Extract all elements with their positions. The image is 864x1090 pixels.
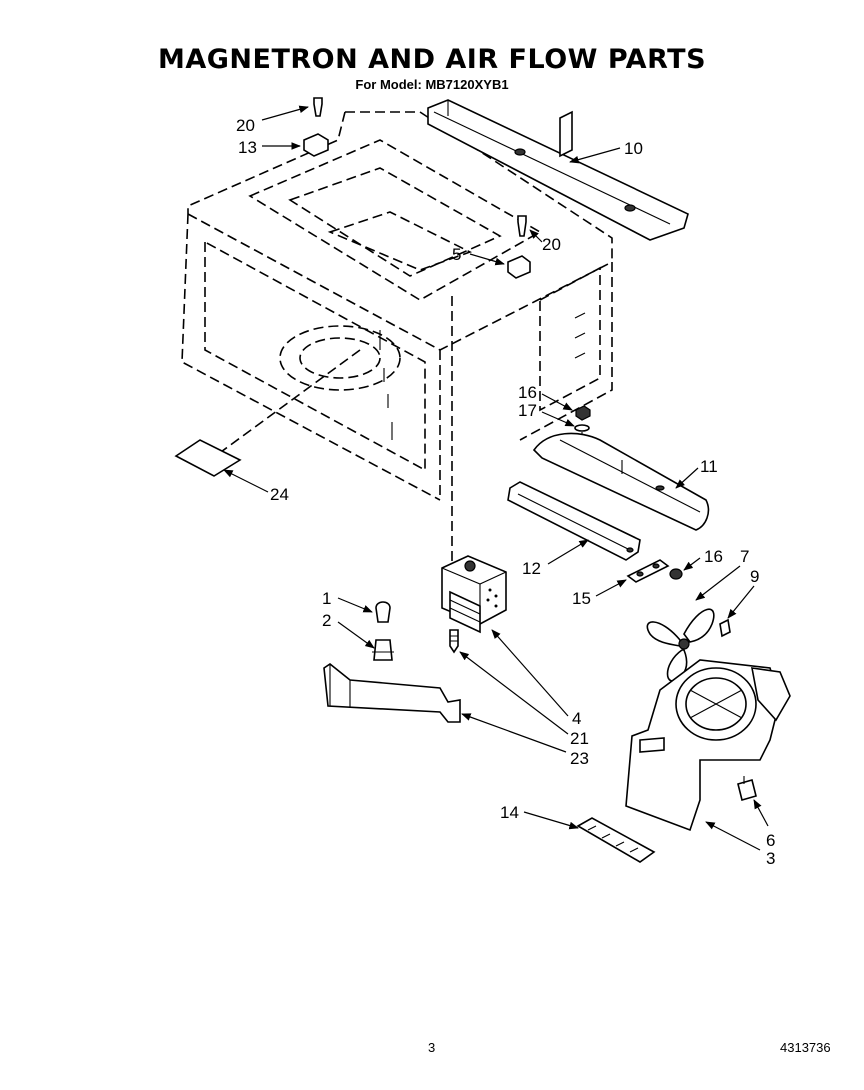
callout-21: 21 bbox=[570, 729, 589, 748]
leader-lines bbox=[223, 105, 769, 851]
page-title: MAGNETRON AND AIR FLOW PARTS bbox=[157, 44, 707, 75]
oven-cavity-outline bbox=[181, 111, 613, 501]
part-20-screw-top bbox=[313, 97, 323, 117]
callout-24: 24 bbox=[270, 485, 289, 504]
part-3-fan-housing bbox=[625, 659, 791, 832]
callout-14: 14 bbox=[500, 803, 519, 822]
stirrer-centerline bbox=[209, 349, 361, 461]
callout-12: 12 bbox=[522, 559, 541, 578]
part-5-clip bbox=[507, 255, 531, 279]
model-subtitle: For Model: MB7120XYB1 bbox=[355, 77, 509, 92]
part-7-fan-blade bbox=[646, 608, 715, 682]
part-4-magnetron bbox=[441, 555, 507, 634]
callout-4: 4 bbox=[572, 709, 581, 728]
callout-5: 5 bbox=[452, 245, 461, 264]
callout-3: 3 bbox=[766, 849, 775, 868]
callout-1: 1 bbox=[322, 589, 331, 608]
part-21-screw bbox=[449, 629, 459, 654]
callout-labels: 20 13 10 20 5 16 17 11 24 12 16 7 9 15 1… bbox=[236, 116, 775, 868]
callout-15: 15 bbox=[572, 589, 591, 608]
part-16-nut-lower bbox=[669, 568, 683, 580]
document-number: 4313736 bbox=[780, 1040, 831, 1055]
callout-7: 7 bbox=[740, 547, 749, 566]
callout-16-lower: 16 bbox=[704, 547, 723, 566]
callout-20-mid: 20 bbox=[542, 235, 561, 254]
part-15-bracket bbox=[626, 559, 670, 583]
callout-6: 6 bbox=[766, 831, 775, 850]
callout-9: 9 bbox=[750, 567, 759, 586]
callout-23: 23 bbox=[570, 749, 589, 768]
part-20-screw-mid bbox=[517, 215, 527, 237]
part-2-fuse-holder bbox=[372, 639, 394, 661]
callout-2: 2 bbox=[322, 611, 331, 630]
page-number: 3 bbox=[428, 1040, 436, 1055]
part-1-fuse bbox=[375, 601, 391, 623]
callout-10: 10 bbox=[624, 139, 643, 158]
part-12-duct bbox=[507, 481, 641, 561]
part-24-cover bbox=[174, 439, 242, 477]
part-11-air-guide bbox=[532, 432, 710, 531]
callout-11: 11 bbox=[700, 457, 718, 476]
part-10-vent-rail bbox=[427, 99, 689, 241]
callout-20-top: 20 bbox=[236, 116, 255, 135]
callout-17: 17 bbox=[518, 401, 537, 420]
part-9-screw bbox=[719, 618, 731, 638]
callout-13: 13 bbox=[238, 138, 257, 157]
part-23-bracket bbox=[323, 663, 461, 723]
part-6-switch bbox=[737, 776, 757, 801]
callout-16-upper: 16 bbox=[518, 383, 537, 402]
part-13-clip bbox=[303, 133, 329, 157]
part-16-17-nut-washer bbox=[574, 405, 591, 446]
part-14-grille bbox=[576, 817, 656, 863]
